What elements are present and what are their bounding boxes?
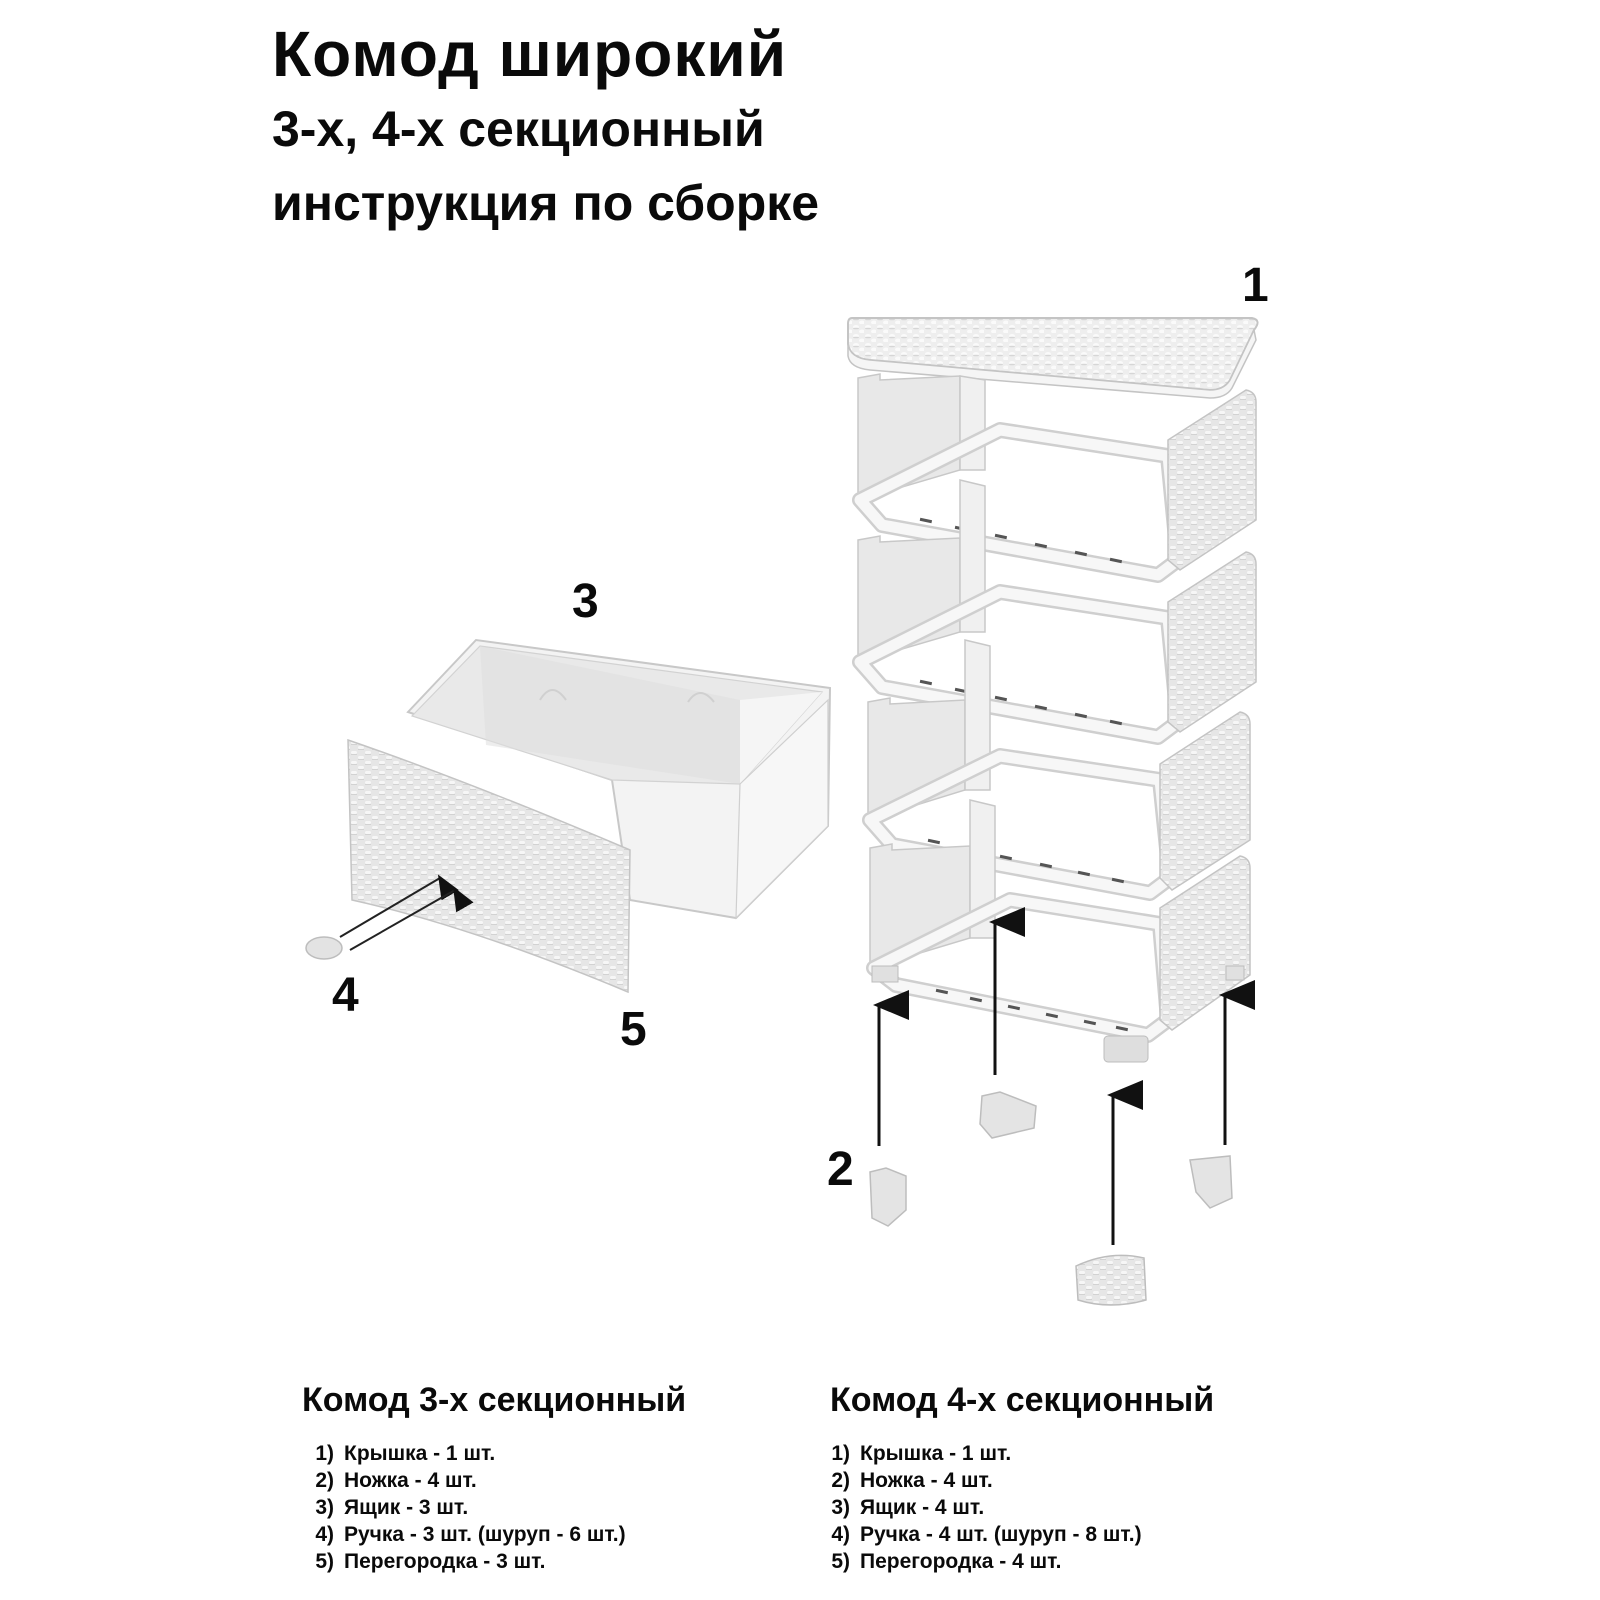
parts-list-4-title: Комод 4-х секционный: [830, 1381, 1215, 1419]
list-item: 3)Ящик - 4 шт.: [831, 1496, 985, 1519]
list-item: 1)Крышка - 1 шт.: [315, 1442, 496, 1465]
list-item: 1)Крышка - 1 шт.: [831, 1442, 1012, 1465]
callout-1-lid: 1: [1242, 259, 1269, 312]
list-item: 2)Ножка - 4 шт.: [831, 1469, 993, 1492]
callout-2-leg: 2: [827, 1143, 854, 1196]
list-item: 5)Перегородка - 4 шт.: [831, 1550, 1062, 1573]
parts-list-3-title: Комод 3-х секционный: [302, 1381, 687, 1419]
legs-part: [869, 907, 1255, 1306]
list-item: 3)Ящик - 3 шт.: [315, 1496, 469, 1519]
callout-3-drawer: 3: [572, 575, 599, 628]
page-subtitle: 3-х, 4-х секционный: [272, 101, 765, 157]
callout-4-handle: 4: [332, 969, 359, 1022]
list-item: 5)Перегородка - 3 шт.: [315, 1550, 546, 1573]
list-item: 2)Ножка - 4 шт.: [315, 1469, 477, 1492]
front-panel-part: [347, 738, 631, 994]
list-item: 4)Ручка - 3 шт. (шуруп - 6 шт.): [315, 1523, 626, 1546]
handle-part: [305, 936, 343, 960]
frame-section-4: [866, 799, 1251, 1063]
list-item: 4)Ручка - 4 шт. (шуруп - 8 шт.): [831, 1523, 1142, 1546]
lid-part: [847, 317, 1259, 399]
page-title: Комод широкий: [272, 18, 788, 90]
frame-section-1: [852, 373, 1257, 583]
drawer-part: [305, 638, 832, 994]
page-subtitle-instruction: инструкция по сборке: [272, 175, 820, 231]
frame-section-2: [852, 479, 1257, 745]
parts-list-3: 1)Крышка - 1 шт. 2)Ножка - 4 шт. 3)Ящик …: [296, 1440, 626, 1575]
parts-list-4: 1)Крышка - 1 шт. 2)Ножка - 4 шт. 3)Ящик …: [812, 1440, 1142, 1575]
callout-5-front-panel: 5: [620, 1003, 647, 1056]
